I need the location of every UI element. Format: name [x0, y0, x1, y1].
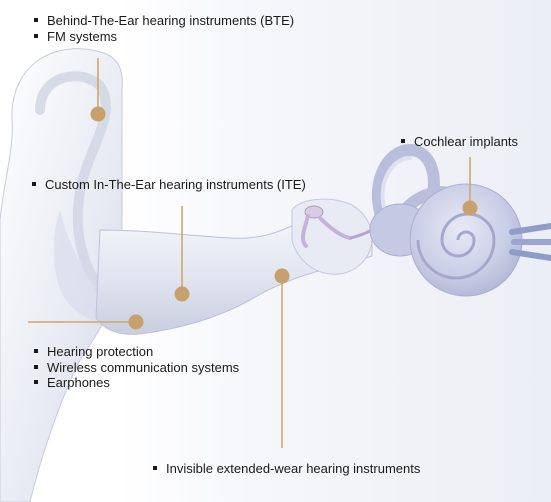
- label-invisible-extended-wear: Invisible extended-wear hearing instrume…: [152, 461, 420, 477]
- label-group-cochlear: Cochlear implants: [400, 134, 518, 150]
- label-bte: Behind-The-Ear hearing instruments (BTE): [33, 13, 294, 29]
- label-group-ite: Custom In-The-Ear hearing instruments (I…: [31, 177, 306, 193]
- cochlea: [410, 184, 522, 296]
- label-fm-systems: FM systems: [33, 29, 294, 45]
- marker-dot-cochlear: [463, 201, 478, 216]
- label-group-bte: Behind-The-Ear hearing instruments (BTE)…: [33, 13, 294, 44]
- label-group-invisible: Invisible extended-wear hearing instrume…: [152, 461, 420, 477]
- marker-dot-protection: [129, 315, 144, 330]
- label-cochlear-implants: Cochlear implants: [400, 134, 518, 150]
- label-wireless-communication: Wireless communication systems: [33, 360, 239, 376]
- marker-dot-bte: [91, 107, 106, 122]
- marker-dot-ite: [175, 287, 190, 302]
- label-earphones: Earphones: [33, 375, 239, 391]
- label-hearing-protection: Hearing protection: [33, 344, 239, 360]
- label-ite: Custom In-The-Ear hearing instruments (I…: [31, 177, 306, 193]
- marker-dot-invisible: [275, 269, 290, 284]
- label-group-protection: Hearing protection Wireless communicatio…: [33, 344, 239, 391]
